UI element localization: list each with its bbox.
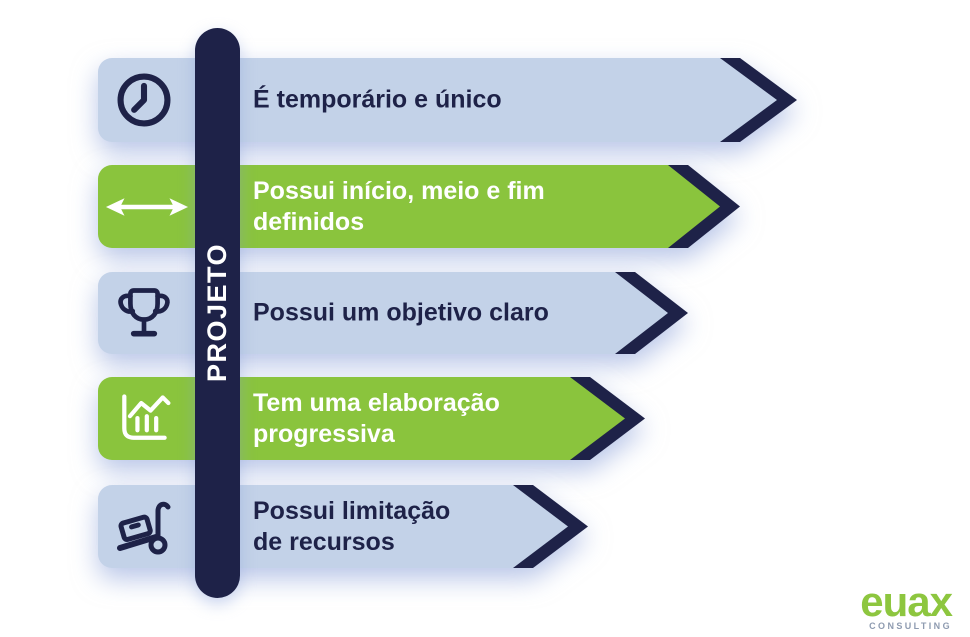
banner-temporario: É temporário e único xyxy=(98,58,802,142)
euax-logo-tagline: CONSULTING xyxy=(869,621,952,631)
banner-label-line: Possui limitação xyxy=(253,496,451,525)
arrowhead-left xyxy=(105,197,125,216)
banner-elaboracao-progressiva: Tem uma elaboração progressiva xyxy=(98,377,650,460)
banner-label-line: progressiva xyxy=(253,419,395,448)
banner-label: Possui início, meio e fim definidos xyxy=(253,176,545,238)
banner-label-line: É temporário e único xyxy=(253,85,502,114)
arrow-body xyxy=(98,165,720,248)
banner-limitacao-recursos: Possui limitação de recursos xyxy=(98,485,594,568)
banner-label-line: Possui início, meio e fim xyxy=(253,176,545,205)
double-arrow-icon xyxy=(105,197,189,216)
banner-label-line: de recursos xyxy=(253,527,395,556)
banner-label-line: Tem uma elaboração xyxy=(253,388,500,417)
banner-inicio-meio-fim: Possui início, meio e fim definidos xyxy=(98,165,746,248)
arrow-banner-shape xyxy=(98,165,740,248)
banner-label: Possui limitação de recursos xyxy=(253,496,450,558)
banner-label: Tem uma elaboração progressiva xyxy=(253,388,500,450)
euax-logo: euax CONSULTING xyxy=(860,578,953,632)
clock-icon xyxy=(117,73,171,127)
arrow-banner-shape xyxy=(98,272,688,354)
projeto-spine: PROJETO xyxy=(195,28,240,598)
projeto-label: PROJETO xyxy=(202,243,232,383)
banner-label-line: Possui um objetivo claro xyxy=(253,298,549,327)
arrow-body xyxy=(98,58,777,142)
banner-label-line: definidos xyxy=(253,207,365,236)
euax-logo-wordmark: euax xyxy=(860,578,953,625)
banner-objetivo-claro: Possui um objetivo claro xyxy=(98,272,694,354)
arrow-banner-shape xyxy=(98,58,797,142)
banner-label: É temporário e único xyxy=(253,85,502,116)
arrow-body xyxy=(98,272,668,354)
chart-icon xyxy=(122,393,171,440)
arrowhead-right xyxy=(169,197,189,216)
banner-label: Possui um objetivo claro xyxy=(253,298,549,329)
hand-truck-icon xyxy=(117,501,171,554)
trophy-icon xyxy=(118,288,170,337)
